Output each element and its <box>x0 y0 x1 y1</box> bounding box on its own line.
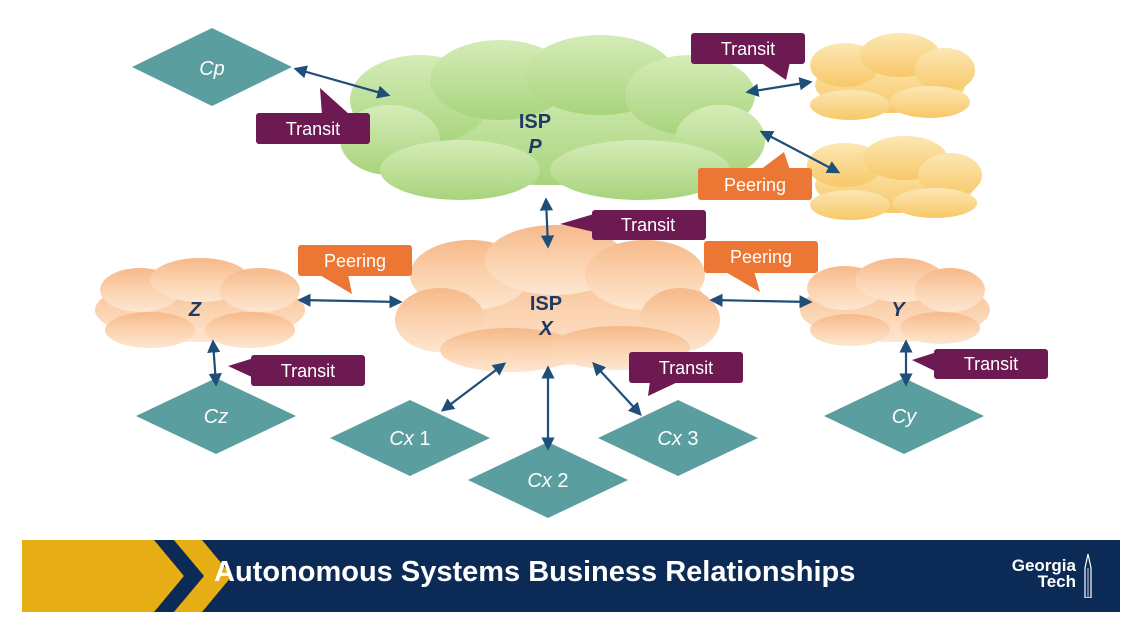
z-cloud <box>95 258 305 348</box>
cx2-label-suffix: 2 <box>552 470 569 492</box>
svg-text:Cx 3: Cx 3 <box>657 428 698 450</box>
cp-label: Cp <box>199 58 225 80</box>
isp-p-label-line2: P <box>528 136 542 158</box>
callout-peering-left-text: Peering <box>324 251 386 271</box>
callout-transit-center-text: Transit <box>621 215 675 235</box>
arrow-isp-x-cx3 <box>592 362 642 416</box>
y-cloud <box>800 258 990 346</box>
arrow-z-isp-x <box>297 293 403 309</box>
callout-transit-x-customers-text: Transit <box>659 358 713 378</box>
callout-peering-right-text: Peering <box>724 175 786 195</box>
cy-label: Cy <box>892 406 917 428</box>
banner-chevrons <box>122 540 232 612</box>
upper-right-cloud-2 <box>807 136 982 220</box>
isp-x-cloud <box>395 225 720 372</box>
arrow-isp-x-y <box>709 293 813 309</box>
arrow-isp-p-cloud2 <box>759 130 841 174</box>
arrow-z-cz <box>207 339 222 387</box>
cz-label: Cz <box>204 406 228 428</box>
upper-right-cloud-1 <box>810 33 975 120</box>
isp-p-cloud <box>340 35 765 200</box>
georgia-tech-logo: Georgia Tech <box>1011 556 1076 591</box>
isp-p-label-line1: ISP <box>519 111 551 133</box>
callout-transit-y-text: Transit <box>964 354 1018 374</box>
callout-peering-x-y-text: Peering <box>730 247 792 267</box>
y-label: Y <box>891 299 906 321</box>
isp-x-label-line2: X <box>538 318 554 340</box>
callout-transit-z: Transit <box>228 355 365 386</box>
customer-cx3: Cx 3 <box>598 400 758 476</box>
callout-peering-x-y: Peering <box>704 241 818 292</box>
arrow-cp-isp-p <box>293 65 391 99</box>
callout-peering-right: Peering <box>698 152 812 200</box>
customer-cz: Cz <box>136 378 296 454</box>
logo-line2: Tech <box>1037 572 1076 591</box>
logo-line1: Georgia <box>1011 556 1076 575</box>
cx2-label-italic: Cx <box>527 470 552 492</box>
customer-cx1: Cx 1 <box>330 400 490 476</box>
tech-tower-icon <box>1084 554 1092 598</box>
banner-title: Autonomous Systems Business Relationship… <box>214 556 856 588</box>
z-label: Z <box>188 299 202 321</box>
customer-cy: Cy <box>824 378 984 454</box>
arrow-isp-x-cx1 <box>440 362 507 412</box>
title-banner: Autonomous Systems Business Relationship… <box>22 540 1120 612</box>
callout-transit-top-right-text: Transit <box>721 39 775 59</box>
callout-peering-left: Peering <box>298 245 412 294</box>
callout-transit-cp: Transit <box>256 88 370 144</box>
arrow-isp-p-isp-x <box>539 197 555 249</box>
callout-transit-x-customers: Transit <box>629 352 743 396</box>
cx3-label-italic: Cx <box>657 428 682 450</box>
cx1-label-suffix: 1 <box>414 428 431 450</box>
isp-x-label-line1: ISP <box>530 293 562 315</box>
callout-transit-cp-text: Transit <box>286 119 340 139</box>
svg-text:Cx 1: Cx 1 <box>389 428 430 450</box>
network-diagram: ISP P ISP X Z <box>95 28 1048 518</box>
callout-transit-y: Transit <box>912 349 1048 379</box>
callout-transit-top-right: Transit <box>691 33 805 80</box>
cx3-label-suffix: 3 <box>682 428 699 450</box>
cx1-label-italic: Cx <box>389 428 414 450</box>
customer-cp: Cp <box>132 28 292 106</box>
svg-text:Cx 2: Cx 2 <box>527 470 568 492</box>
callout-transit-z-text: Transit <box>281 361 335 381</box>
arrow-isp-p-cloud1 <box>745 77 813 97</box>
customer-cx2: Cx 2 <box>468 442 628 518</box>
callout-transit-center: Transit <box>560 210 706 240</box>
